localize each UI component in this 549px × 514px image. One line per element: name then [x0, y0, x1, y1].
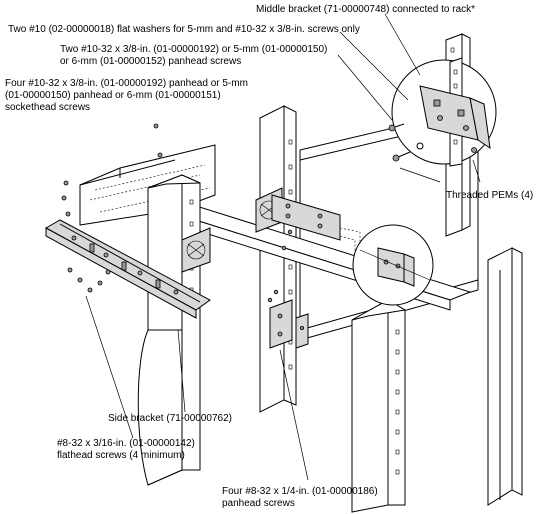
panhead-screws [267, 229, 293, 303]
fan-module-left [181, 227, 211, 273]
side-bracket [44, 219, 211, 319]
four-screws-label-line1: Four #10-32 x 3/8-in. (01-00000192) panh… [5, 78, 248, 89]
middle-bracket-detail [391, 57, 497, 167]
flathead-screws-label-line1: #8-32 x 3/16-in. (01-00000142) [57, 438, 195, 449]
two-screws-label-line1: Two #10-32 x 3/8-in. (01-00000192) or 5-… [60, 44, 327, 55]
flathead-screws-label-line2: flathead screws (4 minimum) [57, 450, 185, 461]
side-bracket-label: Side bracket (71-00000762) [108, 413, 232, 424]
four-screws-label-line2: (01-00000150) panhead or 6-mm (01-000001… [5, 90, 221, 101]
middle-bracket-label: Middle bracket (71-00000748) connected t… [256, 4, 475, 15]
panhead-screws-label-line2: panhead screws [222, 498, 295, 509]
leader-lines [85, 13, 481, 481]
panhead-screws-label-line1: Four #8-32 x 1/4-in. (01-00000186) [222, 486, 378, 497]
two-screws-label-line2: or 6-mm (01-00000152) panhead screws [60, 56, 241, 67]
washers-label: Two #10 (02-00000018) flat washers for 5… [8, 24, 360, 35]
rear-rack-rail [487, 247, 523, 506]
threaded-pems-label: Threaded PEMs (4) [446, 190, 533, 201]
front-rack-post [351, 299, 407, 513]
left-rack-post [137, 174, 201, 486]
bracket-detail-lower [352, 224, 434, 306]
lower-bracket-plate [269, 299, 309, 349]
flathead-screws [67, 267, 111, 293]
chassis-screws [61, 123, 163, 217]
four-screws-label-line3: sockethead screws [5, 102, 90, 113]
detail-screws [388, 123, 424, 162]
